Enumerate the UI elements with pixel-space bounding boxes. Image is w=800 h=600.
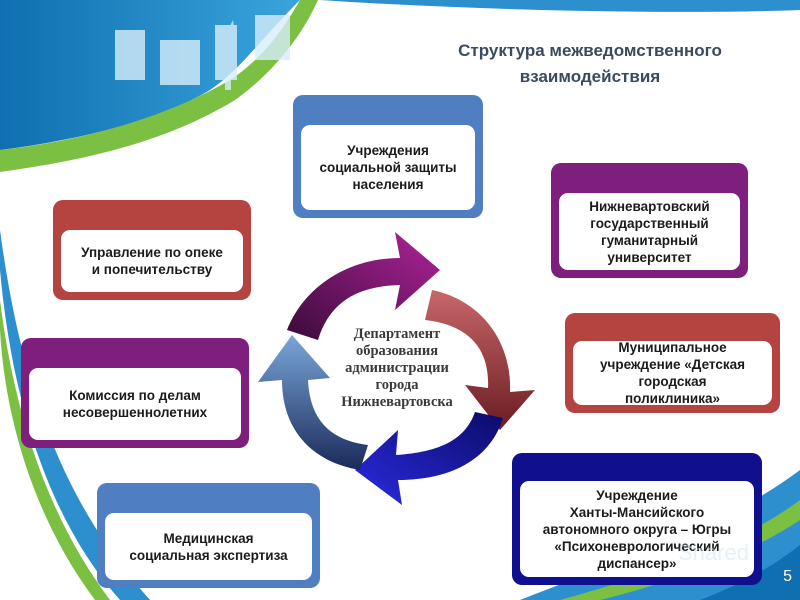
- card-line: Комиссия по делам: [69, 388, 201, 403]
- card-line: и попечительству: [91, 262, 213, 277]
- card-line: университет: [607, 249, 692, 265]
- card-line: гуманитарный: [600, 232, 699, 248]
- red-arrow: [425, 290, 535, 430]
- card-minors-commission: Комиссия по делам несовершеннолетних: [21, 338, 249, 448]
- card-university: Нижневартовский государственный гуманита…: [551, 163, 748, 278]
- title-line-2: взаимодействия: [519, 67, 661, 86]
- center-label: Департамент образования администрации го…: [322, 326, 472, 411]
- card-line: Управление по опеке: [81, 245, 223, 260]
- card-guardianship-text: Управление по опеке и попечительству: [61, 230, 243, 292]
- card-university-text: Нижневартовский государственный гуманита…: [559, 193, 740, 270]
- card-line: населения: [352, 177, 424, 192]
- card-line: Муниципальное: [618, 340, 727, 355]
- center-line-1: Департамент: [353, 326, 441, 342]
- card-line: социальная экспертиза: [129, 547, 288, 563]
- page-number: 5: [783, 568, 792, 585]
- card-medical-expertise-text: Медицинская социальная экспертиза: [105, 513, 312, 580]
- card-polyclinic-text: Муниципальное учреждение «Детская городс…: [573, 340, 772, 406]
- card-dispensary-text: Учреждение Ханты-Мансийского автономного…: [520, 481, 754, 577]
- card-line: Медицинская: [163, 530, 254, 546]
- card-guardianship: Управление по опеке и попечительству: [53, 200, 251, 300]
- navy-arrow: [355, 412, 503, 505]
- center-line-4: города: [375, 377, 419, 393]
- card-line: несовершеннолетних: [62, 405, 208, 420]
- card-line: государственный: [590, 215, 709, 231]
- title-line-1: Структура межведомственного: [458, 41, 722, 60]
- card-line: городская: [638, 374, 707, 389]
- center-line-2: образования: [355, 343, 439, 359]
- card-line: социальной защиты: [319, 160, 457, 175]
- center-line-3: администрации: [345, 360, 449, 376]
- card-line: Учреждения: [347, 143, 429, 158]
- card-line: учреждение «Детская: [600, 357, 745, 372]
- card-line: автономного округа – Югры: [542, 521, 732, 537]
- watermark: Shared: [678, 540, 749, 565]
- card-line: диспансер»: [597, 555, 677, 571]
- card-line: Ханты-Мансийского: [569, 504, 705, 520]
- card-minors-commission-text: Комиссия по делам несовершеннолетних: [29, 368, 241, 440]
- card-line: Нижневартовский: [589, 198, 710, 214]
- card-dispensary: Учреждение Ханты-Мансийского автономного…: [512, 453, 762, 585]
- card-polyclinic: Муниципальное учреждение «Детская городс…: [565, 313, 780, 413]
- card-medical-expertise: Медицинская социальная экспертиза: [97, 483, 320, 588]
- card-social-protection-text: Учреждения социальной защиты населения: [301, 125, 475, 210]
- card-line: «Психоневрологический: [554, 538, 720, 554]
- card-line: поликлиника»: [625, 391, 720, 406]
- card-social-protection: Учреждения социальной защиты населения: [293, 95, 483, 218]
- purple-arrow: [287, 232, 440, 340]
- page-title: Структура межведомственного взаимодейств…: [400, 38, 780, 90]
- card-line: Учреждение: [596, 487, 678, 503]
- blue-arrow: [258, 335, 368, 470]
- center-line-5: Нижневартовска: [341, 394, 453, 410]
